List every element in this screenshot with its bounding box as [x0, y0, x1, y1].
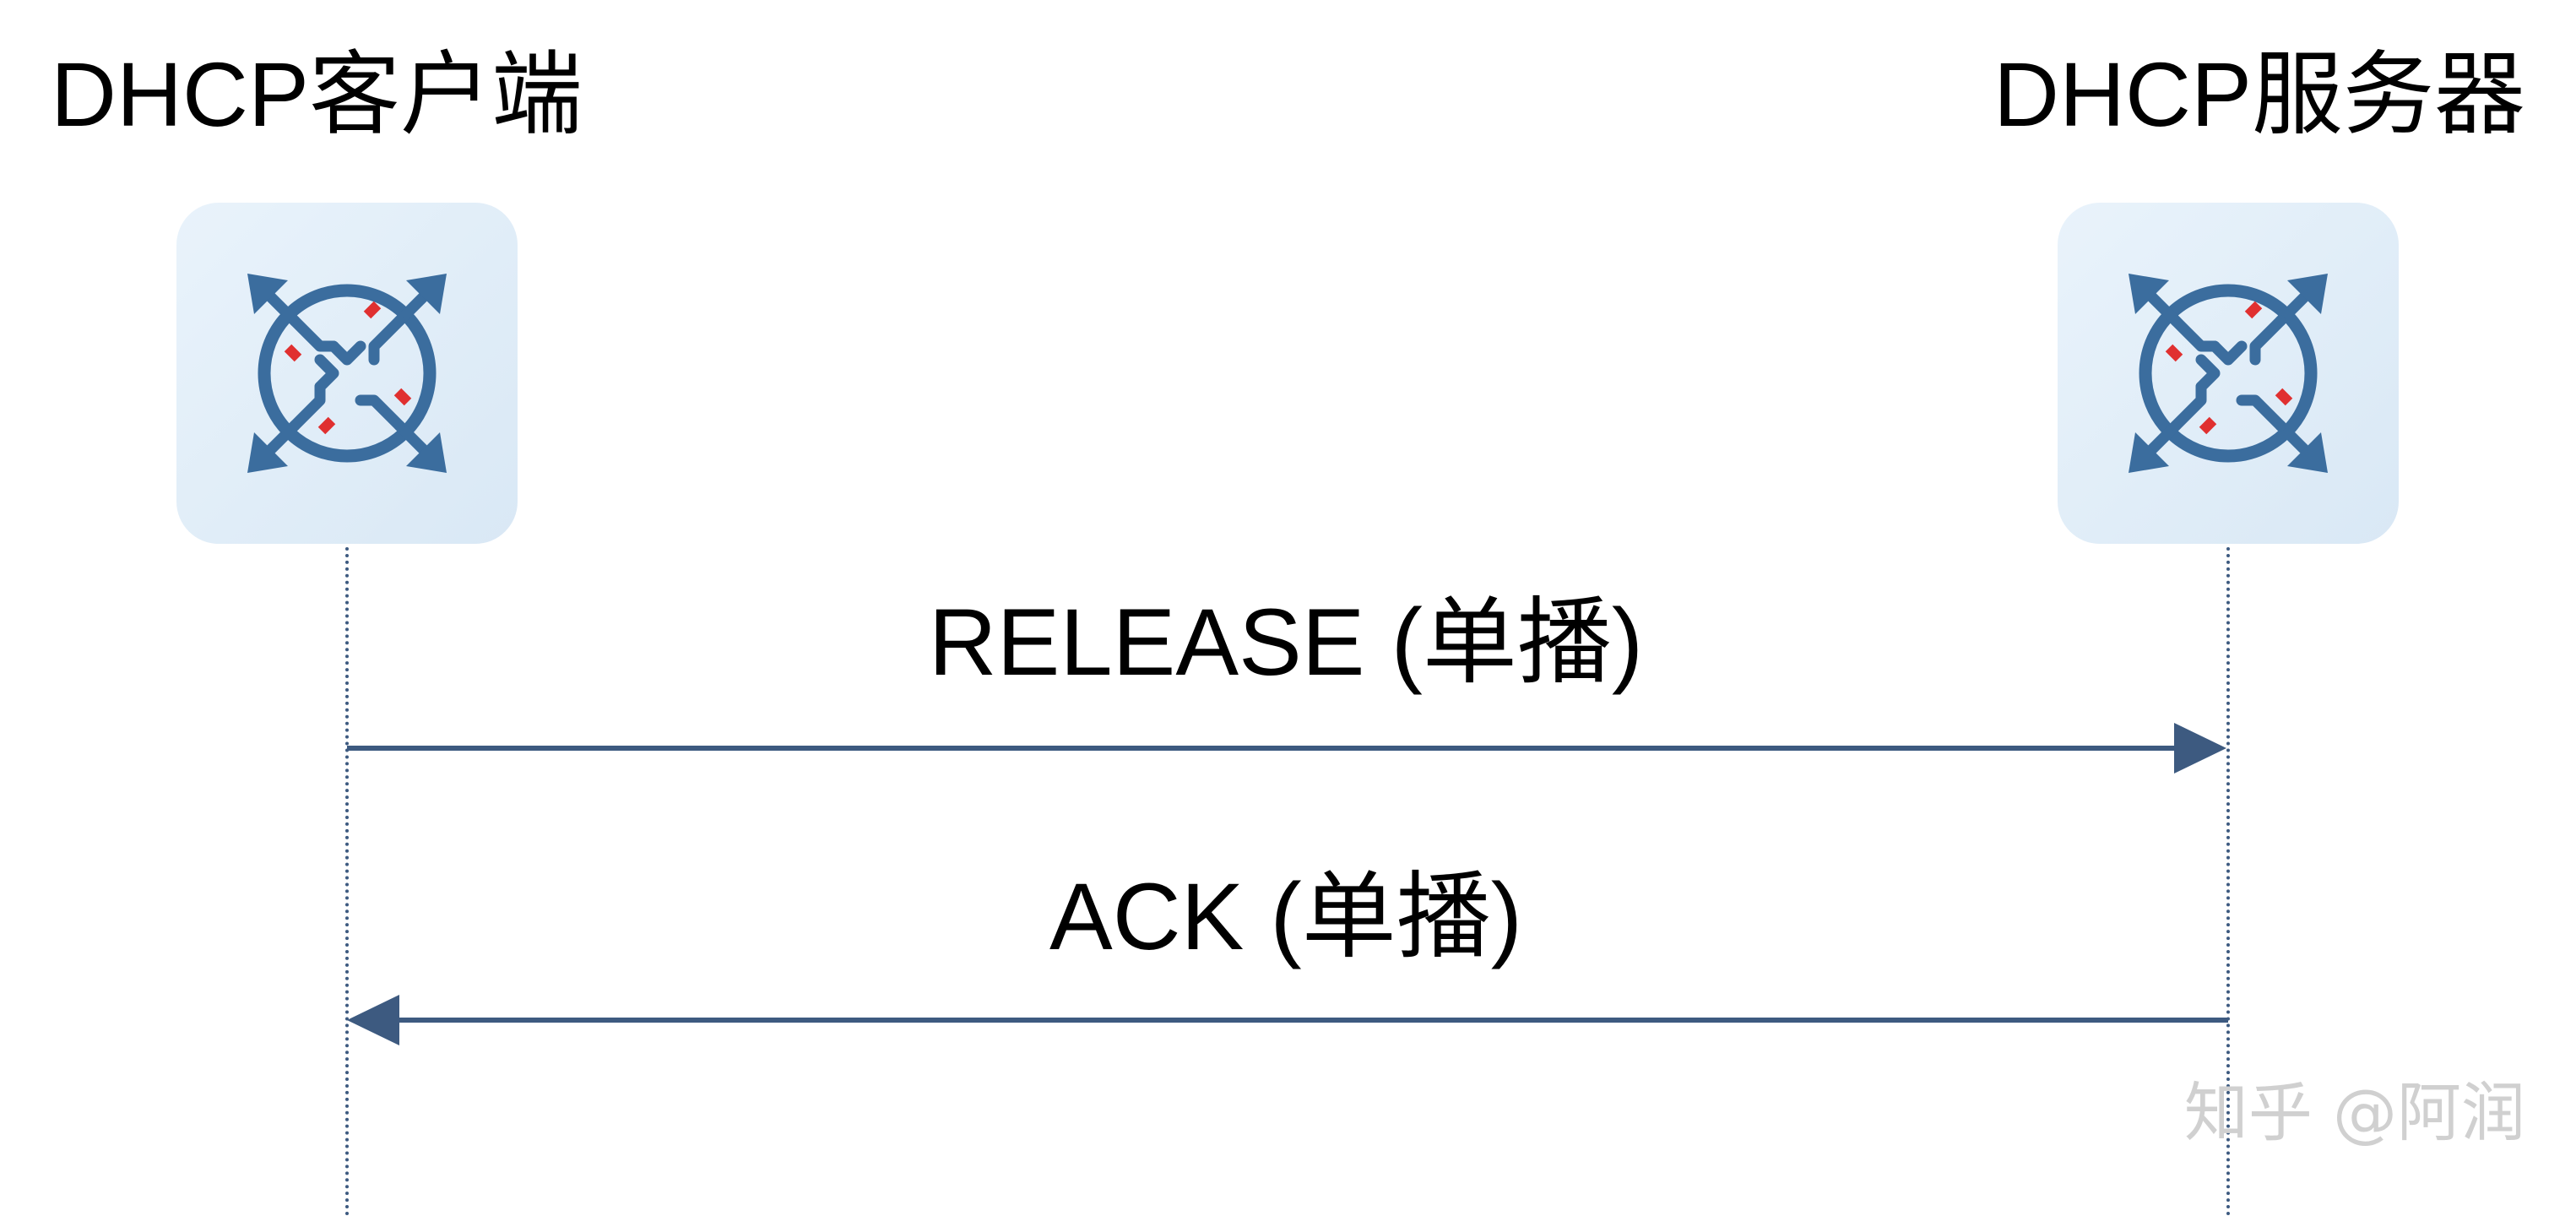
release-message-label: RELEASE (单播): [928, 589, 1644, 695]
router-icon: [247, 274, 447, 473]
ack-message-label: ACK (单播): [1049, 864, 1522, 969]
ack-arrow: [347, 995, 2228, 1045]
watermark: 知乎 @阿润: [2183, 1075, 2525, 1150]
release-arrow: [347, 723, 2226, 774]
client-node: [176, 203, 518, 544]
router-icon: [2129, 274, 2328, 473]
client-title: DHCP客户端: [51, 43, 583, 145]
server-title: DHCP服务器: [1993, 43, 2525, 145]
server-node: [2058, 203, 2399, 544]
server-lifeline: [2226, 547, 2230, 1216]
client-lifeline: [345, 547, 349, 1216]
